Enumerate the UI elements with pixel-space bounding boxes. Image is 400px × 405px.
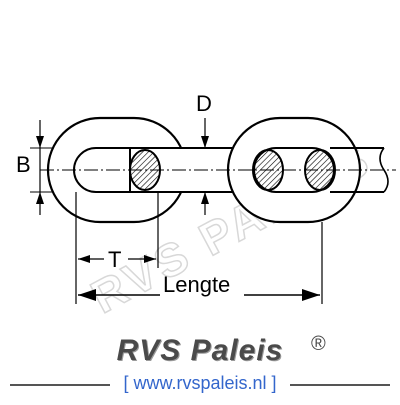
label-b: B: [16, 152, 31, 177]
website-link[interactable]: [ www.rvspaleis.nl ]: [123, 373, 277, 393]
dimension-length: [75, 222, 323, 304]
brand-line-right: [290, 384, 390, 386]
registered-mark: ®: [311, 333, 326, 355]
label-length: Lengte: [163, 272, 230, 297]
label-d: D: [196, 91, 212, 116]
label-t: T: [108, 247, 121, 272]
brand-logo-text: RVS Paleis: [116, 334, 284, 367]
dimension-b: [36, 120, 44, 215]
brand-line-left: [10, 384, 110, 386]
dimension-d: [201, 118, 209, 215]
dimension-t: [75, 192, 159, 268]
